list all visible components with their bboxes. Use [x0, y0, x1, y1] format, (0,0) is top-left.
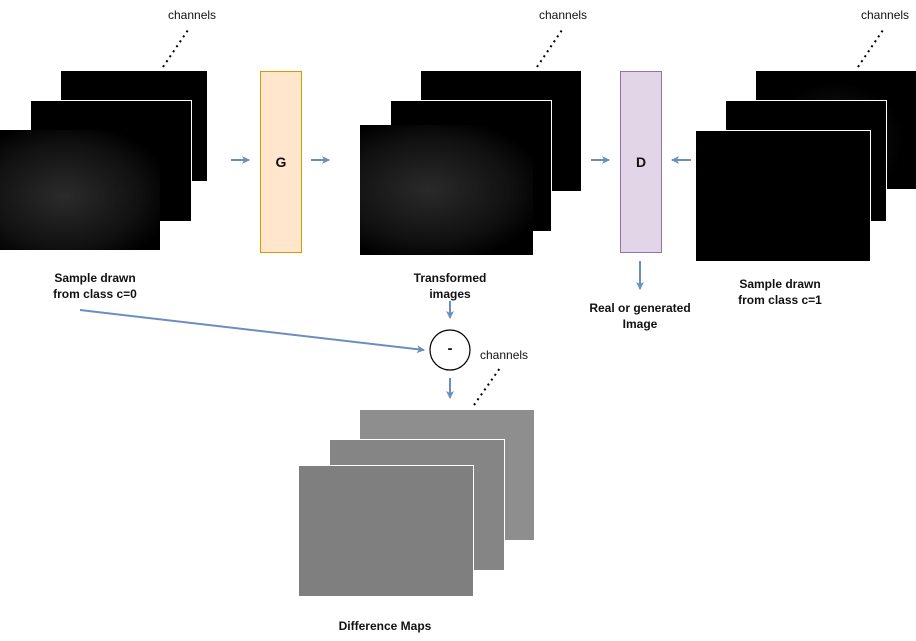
generator-box: G — [260, 71, 302, 253]
difference-channel-1 — [298, 465, 474, 597]
channels-label-real: channels — [861, 8, 910, 22]
channels-ellipsis-1 — [162, 29, 189, 68]
sample-c0-label: Sample drawn from class c=0 — [53, 271, 137, 301]
discriminator-box: D — [620, 71, 662, 253]
channels-label-diff: channels — [480, 348, 529, 362]
transformed-channel-1 — [360, 125, 533, 255]
subtract-symbol: - — [447, 340, 453, 357]
real-or-generated-label: Real or generated Image — [589, 301, 691, 331]
channels-ellipsis-3 — [857, 29, 884, 68]
arrow-sample-to-subtract — [79, 309, 425, 354]
channels-label-transformed: channels — [539, 8, 588, 22]
discriminator-label: D — [635, 154, 647, 170]
channels-ellipsis-4 — [473, 367, 501, 406]
transformed-label: Transformed images — [413, 271, 487, 301]
subtract-node — [429, 329, 471, 371]
difference-maps-label: Difference Maps — [338, 619, 432, 633]
generator-label: G — [275, 154, 287, 170]
channels-label-input: channels — [168, 8, 217, 22]
real-channel-1 — [695, 130, 871, 262]
channels-ellipsis-2 — [536, 29, 563, 68]
sample-c1-label: Sample drawn from class c=1 — [738, 277, 822, 307]
input-channel-1 — [0, 130, 160, 250]
